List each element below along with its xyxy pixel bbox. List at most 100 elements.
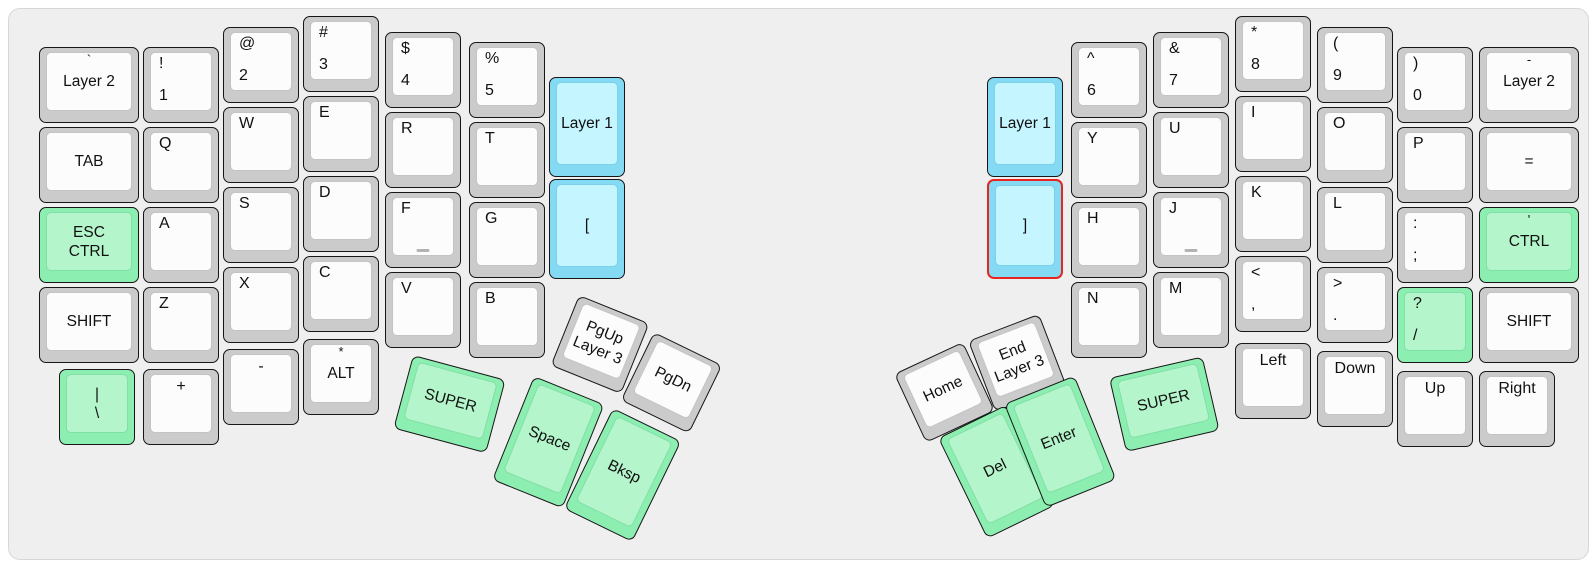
key-asterisk-alt[interactable]: *ALT bbox=[303, 339, 379, 415]
key-arrow-up[interactable]: Up bbox=[1397, 371, 1473, 447]
key-x[interactable]: X bbox=[223, 267, 299, 343]
key-legend: [ bbox=[584, 217, 590, 234]
keycap-top: ESC CTRL bbox=[46, 212, 132, 271]
key-legend: ALT bbox=[327, 365, 355, 382]
key-plus[interactable]: + bbox=[143, 369, 219, 445]
key-layer2-right[interactable]: -Layer 2 bbox=[1479, 47, 1579, 123]
keycap-top: G bbox=[476, 207, 538, 266]
key-legend: A bbox=[159, 215, 170, 232]
key-legend: O bbox=[1333, 115, 1346, 132]
keycap-top: *8 bbox=[1242, 21, 1304, 80]
key-o[interactable]: O bbox=[1317, 107, 1393, 183]
key-legend: T bbox=[485, 130, 495, 147]
keycap-top: Z bbox=[150, 292, 212, 351]
key-super-right[interactable]: SUPER bbox=[1109, 356, 1220, 453]
key-question-slash[interactable]: ?/ bbox=[1397, 287, 1473, 363]
key-dollar-4[interactable]: $4 bbox=[385, 32, 461, 108]
key-less-comma[interactable]: <, bbox=[1235, 256, 1311, 332]
key-f[interactable]: F bbox=[385, 192, 461, 268]
keycap-top: = bbox=[1486, 132, 1572, 191]
key-at-2[interactable]: @2 bbox=[223, 27, 299, 103]
key-quote-ctrl[interactable]: 'CTRL bbox=[1479, 207, 1579, 283]
key-g[interactable]: G bbox=[469, 202, 545, 278]
key-legend: I bbox=[1251, 104, 1256, 121]
keycap-top: A bbox=[150, 212, 212, 271]
key-greater-period[interactable]: >. bbox=[1317, 267, 1393, 343]
key-legend: E bbox=[319, 104, 330, 121]
key-arrow-left[interactable]: Left bbox=[1235, 343, 1311, 419]
key-legend: ESC CTRL bbox=[68, 223, 110, 260]
key-colon-semicolon[interactable]: :; bbox=[1397, 207, 1473, 283]
key-legend: B bbox=[485, 290, 496, 307]
key-tab[interactable]: TAB bbox=[39, 127, 139, 203]
key-y[interactable]: Y bbox=[1071, 122, 1147, 198]
key-legend: . bbox=[1333, 307, 1338, 324]
key-arrow-down[interactable]: Down bbox=[1317, 351, 1393, 427]
key-hash-3[interactable]: #3 bbox=[303, 16, 379, 92]
keycap-top: X bbox=[230, 272, 292, 331]
key-layer1-left[interactable]: Layer 1 bbox=[549, 77, 625, 177]
key-left-bracket[interactable]: [ bbox=[549, 179, 625, 279]
key-minus[interactable]: - bbox=[223, 349, 299, 425]
key-h[interactable]: H bbox=[1071, 202, 1147, 278]
key-legend: D bbox=[319, 184, 331, 201]
key-q[interactable]: Q bbox=[143, 127, 219, 203]
key-legend: PgDn bbox=[651, 363, 695, 396]
key-w[interactable]: W bbox=[223, 107, 299, 183]
key-b[interactable]: B bbox=[469, 282, 545, 358]
key-equals[interactable]: = bbox=[1479, 127, 1579, 203]
key-caret-6[interactable]: ^6 bbox=[1071, 42, 1147, 118]
key-lparen-9[interactable]: (9 bbox=[1317, 27, 1393, 103]
key-l[interactable]: L bbox=[1317, 187, 1393, 263]
key-legend: SUPER bbox=[422, 385, 479, 416]
key-u[interactable]: U bbox=[1153, 112, 1229, 188]
key-legend: * bbox=[1251, 24, 1258, 41]
key-legend: C bbox=[319, 264, 331, 281]
keycap-top: N bbox=[1078, 287, 1140, 346]
key-legend: U bbox=[1169, 120, 1181, 137]
key-m[interactable]: M bbox=[1153, 272, 1229, 348]
key-shift-right[interactable]: SHIFT bbox=[1479, 287, 1579, 363]
keycap-top: F bbox=[392, 197, 454, 256]
keycap-top: Q bbox=[150, 132, 212, 191]
key-shift-left[interactable]: SHIFT bbox=[39, 287, 139, 363]
key-amp-7[interactable]: &7 bbox=[1153, 32, 1229, 108]
key-n[interactable]: N bbox=[1071, 282, 1147, 358]
key-t[interactable]: T bbox=[469, 122, 545, 198]
key-k[interactable]: K bbox=[1235, 176, 1311, 252]
keycap-top: &7 bbox=[1160, 37, 1222, 96]
key-c[interactable]: C bbox=[303, 256, 379, 332]
key-e[interactable]: E bbox=[303, 96, 379, 172]
key-asterisk-8[interactable]: *8 bbox=[1235, 16, 1311, 92]
key-layer1-right[interactable]: Layer 1 bbox=[987, 77, 1063, 177]
keycap-top: PgDn bbox=[632, 339, 714, 420]
key-right-bracket[interactable]: ] bbox=[987, 179, 1063, 279]
keycap-top: Down bbox=[1324, 356, 1386, 415]
keycap-top: ?/ bbox=[1404, 292, 1466, 351]
keycap-top: SHIFT bbox=[1486, 292, 1572, 351]
keycap-top: TAB bbox=[46, 132, 132, 191]
key-percent-5[interactable]: %5 bbox=[469, 42, 545, 118]
key-d[interactable]: D bbox=[303, 176, 379, 252]
keycap-top: O bbox=[1324, 112, 1386, 171]
key-j[interactable]: J bbox=[1153, 192, 1229, 268]
key-exclam-1[interactable]: !1 bbox=[143, 47, 219, 123]
key-s[interactable]: S bbox=[223, 187, 299, 263]
key-super-left[interactable]: SUPER bbox=[393, 355, 506, 454]
key-layer2-left[interactable]: `Layer 2 bbox=[39, 47, 139, 123]
key-arrow-right[interactable]: Right bbox=[1479, 371, 1555, 447]
key-rparen-0[interactable]: )0 bbox=[1397, 47, 1473, 123]
key-legend: R bbox=[401, 120, 413, 137]
key-z[interactable]: Z bbox=[143, 287, 219, 363]
key-pipe-backslash[interactable]: | \ bbox=[59, 369, 135, 445]
keycap-top: V bbox=[392, 277, 454, 336]
key-a[interactable]: A bbox=[143, 207, 219, 283]
keycap-top: D bbox=[310, 181, 372, 240]
key-v[interactable]: V bbox=[385, 272, 461, 348]
key-legend: G bbox=[485, 210, 498, 227]
key-i[interactable]: I bbox=[1235, 96, 1311, 172]
key-esc-ctrl[interactable]: ESC CTRL bbox=[39, 207, 139, 283]
key-p[interactable]: P bbox=[1397, 127, 1473, 203]
key-r[interactable]: R bbox=[385, 112, 461, 188]
